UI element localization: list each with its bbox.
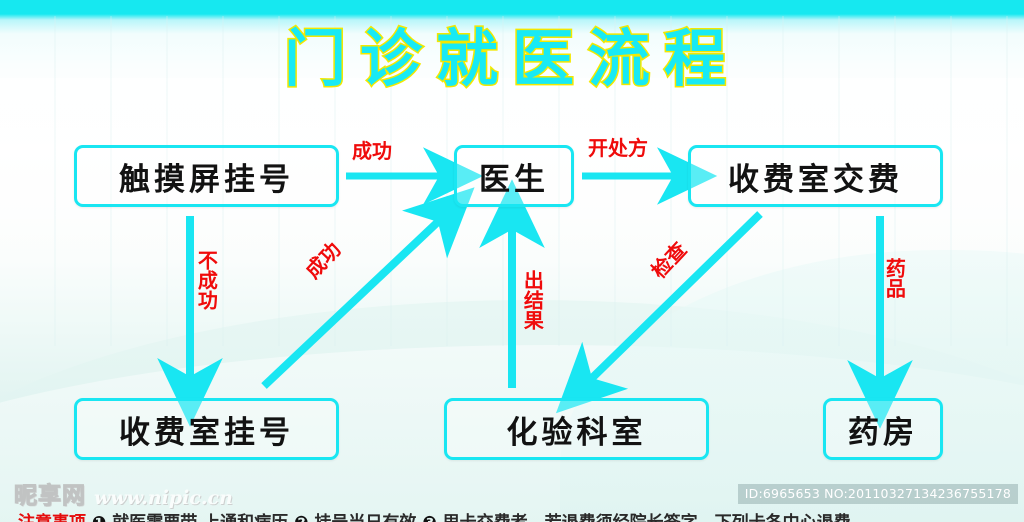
page-title: 门诊就医流程 xyxy=(282,22,740,95)
edge-label-result: 出结果 xyxy=(520,270,545,330)
arrow-payment-to-lab xyxy=(555,211,763,414)
watermark: 昵享网 www.nipic.cn xyxy=(14,476,233,510)
watermark-url: www.nipic.cn xyxy=(94,487,233,509)
footnote-item-2-number: ❷ xyxy=(294,513,308,522)
node-pharmacy[interactable]: 药房 xyxy=(823,398,943,460)
footnote-item-3-number: ❸ xyxy=(422,513,436,522)
footnote-item-1-number: ❶ xyxy=(92,513,106,522)
edge-label-fail: 不成功 xyxy=(194,250,219,310)
footnote-item-1: 就医需要带 上通和病历 xyxy=(112,513,288,522)
node-touchscreen-registration[interactable]: 触摸屏挂号 xyxy=(74,145,339,207)
footnote-item-3: 甩卡交费者，若退费须经院长签字，下列卡各中心退费 xyxy=(443,513,851,522)
edge-label-prescription: 开处方 xyxy=(588,136,648,160)
node-cashier-payment[interactable]: 收费室交费 xyxy=(688,145,943,207)
edge-label-success-1: 成功 xyxy=(352,139,392,163)
edge-label-medicine: 药品 xyxy=(882,258,907,298)
footnote-heading: 注意事项 xyxy=(18,513,86,522)
footnote-item-2: 挂号当日有效 xyxy=(314,513,416,522)
node-cashier-registration[interactable]: 收费室挂号 xyxy=(74,398,339,460)
footnote-strip: 注意事项 ❶ 就医需要带 上通和病历 ❷ 挂号当日有效 ❸ 甩卡交费者，若退费须… xyxy=(18,508,1024,522)
node-doctor[interactable]: 医生 xyxy=(454,145,574,207)
node-lab-department[interactable]: 化验科室 xyxy=(444,398,709,460)
arrow-cashier-registration-to-doctor xyxy=(261,187,475,389)
watermark-logo: 昵享网 xyxy=(14,483,86,510)
id-badge: ID:6965653 NO:20110327134236755178 xyxy=(737,484,1018,504)
